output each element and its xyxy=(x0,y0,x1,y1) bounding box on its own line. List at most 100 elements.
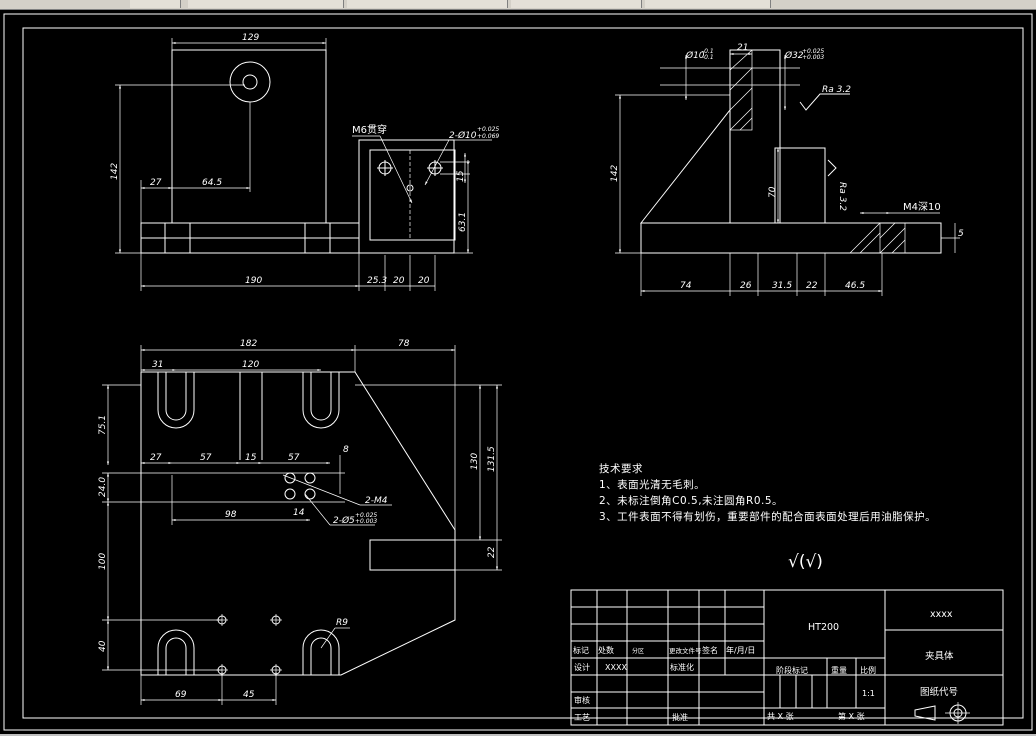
svg-text:+0.025: +0.025 xyxy=(355,512,377,519)
technical-requirements: 技术要求 1、表面光清无毛刺。 2、未标注倒角C0.5,未注圆角R0.5。 3、… xyxy=(599,462,936,572)
dim-27: 27 xyxy=(150,178,162,188)
drawing-canvas[interactable]: 129 142 27 64.5 190 M6贯穿 2-Ø10 +0.025 +0… xyxy=(0,10,1036,734)
label-2-m4: 2-M4 xyxy=(365,496,388,506)
roughness-ra32-b: Ra 3.2 xyxy=(837,182,847,211)
svg-text:工艺: 工艺 xyxy=(574,713,590,722)
roughness-ra32-a: Ra 3.2 xyxy=(822,85,851,95)
inner-border xyxy=(22,27,1024,719)
svg-text:设计: 设计 xyxy=(574,662,590,672)
top-view: 182 78 31 120 75.1 27 57 15 57 8 24.0 98… xyxy=(98,339,502,705)
tab-layout-2[interactable] xyxy=(347,0,508,8)
dim-46-5: 46.5 xyxy=(845,281,865,291)
dim-57b: 57 xyxy=(288,453,300,463)
label-2-dia5: 2-Ø5 xyxy=(333,515,355,526)
dim-64-5: 64.5 xyxy=(202,178,222,188)
dim-31-5: 31.5 xyxy=(772,281,792,291)
dim-120: 120 xyxy=(242,360,259,370)
dim-22-top: 22 xyxy=(487,546,497,558)
dim-190: 190 xyxy=(245,276,262,286)
part-name: 夹具体 xyxy=(925,650,954,662)
company-name: xxxx xyxy=(930,609,953,620)
dim-24: 24.0 xyxy=(98,477,108,497)
dim-40: 40 xyxy=(98,640,108,652)
requirement-1: 1、表面光清无毛刺。 xyxy=(599,478,705,491)
requirement-3: 3、工件表面不得有划伤，重要部件的配合面表面处理后用油脂保护。 xyxy=(599,510,936,523)
svg-text:阶段标记: 阶段标记 xyxy=(776,665,808,675)
svg-text:XXXX: XXXX xyxy=(605,663,627,672)
requirement-2: 2、未标注倒角C0.5,未注圆角R0.5。 xyxy=(599,494,783,507)
dim-70: 70 xyxy=(768,186,778,198)
drawing-number-label: 图纸代号 xyxy=(920,686,958,698)
dim-26: 26 xyxy=(740,281,752,291)
dim-142-right: 142 xyxy=(610,165,620,182)
svg-text:比例: 比例 xyxy=(860,665,876,675)
label-m6-through: M6贯穿 xyxy=(352,123,387,136)
svg-text:重量: 重量 xyxy=(831,665,847,675)
svg-text:+0.025: +0.025 xyxy=(802,48,824,55)
svg-text:批准: 批准 xyxy=(672,712,688,722)
svg-text:年/月/日: 年/月/日 xyxy=(726,645,755,655)
dim-142: 142 xyxy=(110,163,120,180)
title-block: HT200 xxxx 夹具体 图纸代号 标记 处数 分区 更改文件号 签名 年/… xyxy=(570,589,1004,726)
svg-text:+0.025: +0.025 xyxy=(477,126,499,133)
dim-21: 21 xyxy=(737,43,748,53)
cad-drawing[interactable]: 129 142 27 64.5 190 M6贯穿 2-Ø10 +0.025 +0… xyxy=(0,10,1036,734)
dim-27-top: 27 xyxy=(150,453,162,463)
roughness-general-symbol: √(√) xyxy=(788,552,823,572)
dim-129: 129 xyxy=(242,33,259,43)
svg-text:审核: 审核 xyxy=(574,695,590,705)
right-view: Ø10 -0.1 -0.1 21 Ø32 +0.025 +0.003 Ra 3.… xyxy=(610,43,964,296)
label-dia10: Ø10 xyxy=(685,50,705,61)
tab-layout-3[interactable] xyxy=(511,0,642,8)
dim-25-3: 25.3 xyxy=(367,276,387,286)
svg-text:-0.1: -0.1 xyxy=(702,48,714,55)
dim-5: 5 xyxy=(958,229,964,239)
dim-75-1: 75.1 xyxy=(98,415,108,435)
label-2-dia10: 2-Ø10 xyxy=(449,130,477,141)
tab-layout-4[interactable] xyxy=(645,0,771,8)
dim-98: 98 xyxy=(225,510,237,520)
tab-layout-1[interactable] xyxy=(188,0,344,8)
material: HT200 xyxy=(808,622,839,633)
dim-57a: 57 xyxy=(200,453,212,463)
dim-22: 22 xyxy=(806,281,818,291)
side-view: M6贯穿 2-Ø10 +0.025 +0.069 15 63.1 25.3 20… xyxy=(352,123,499,291)
dim-74: 74 xyxy=(680,281,692,291)
svg-text:处数: 处数 xyxy=(598,645,614,655)
document-tabstrip xyxy=(0,0,1036,10)
dim-130: 130 xyxy=(470,453,480,470)
svg-text:第 X 张: 第 X 张 xyxy=(838,711,865,721)
svg-text:-0.1: -0.1 xyxy=(702,54,714,61)
dim-131-5: 131.5 xyxy=(487,446,497,472)
label-m4-depth10: M4深10 xyxy=(903,201,941,213)
dim-14: 14 xyxy=(293,508,305,518)
svg-text:分区: 分区 xyxy=(632,647,644,655)
dim-78: 78 xyxy=(398,339,410,349)
dim-15: 15 xyxy=(456,170,466,182)
dim-8: 8 xyxy=(343,445,349,455)
dim-182: 182 xyxy=(240,339,257,349)
dim-45: 45 xyxy=(243,690,255,700)
svg-text:签名: 签名 xyxy=(702,645,718,655)
dim-31: 31 xyxy=(152,360,163,370)
dim-100: 100 xyxy=(98,553,108,570)
label-dia32: Ø32 xyxy=(784,50,804,61)
dim-69: 69 xyxy=(175,690,187,700)
svg-text:标准化: 标准化 xyxy=(670,662,694,672)
front-view: 129 142 27 64.5 190 xyxy=(110,33,360,291)
svg-text:+0.069: +0.069 xyxy=(477,133,499,140)
dim-15-top: 15 xyxy=(245,453,257,463)
svg-text:+0.003: +0.003 xyxy=(355,518,377,525)
label-r9: R9 xyxy=(336,618,348,628)
svg-text:标记: 标记 xyxy=(573,645,589,655)
svg-text:+0.003: +0.003 xyxy=(802,54,824,61)
dim-20b: 20 xyxy=(418,276,430,286)
toolbar-icons[interactable] xyxy=(130,0,181,8)
outer-border xyxy=(3,13,1033,731)
requirements-title: 技术要求 xyxy=(599,462,643,475)
dim-20a: 20 xyxy=(393,276,405,286)
svg-text:共 X 张: 共 X 张 xyxy=(767,712,794,721)
projection-symbol-icon xyxy=(914,702,970,724)
dim-63-1: 63.1 xyxy=(458,212,468,232)
svg-text:1:1: 1:1 xyxy=(862,689,875,698)
